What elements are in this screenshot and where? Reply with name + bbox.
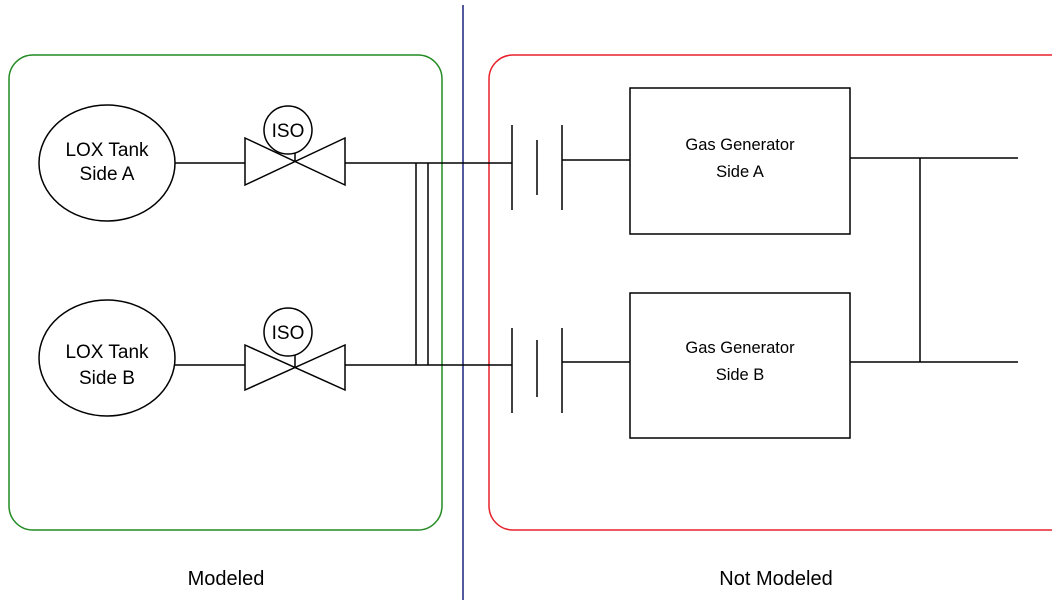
iso-valve-side-a-label: ISO [272,121,305,142]
gas-generator-side-a-label-line2: Side A [716,163,764,181]
gas-generator-side-b-label-line1: Gas Generator [685,339,795,357]
iso-valve-side-b-actuator [263,307,313,357]
lox-tank-side-a-shape [38,104,176,222]
iso-valve-side-b-body [244,343,346,392]
not-modeled-region-label: Not Modeled [719,568,832,590]
lox-tank-side-b-label-line1: LOX Tank [65,342,149,363]
iso-valve-side-a-body [244,136,346,187]
iso-valve-side-b-label: ISO [272,323,305,344]
not-modeled-region-box [488,54,1052,531]
lox-tank-side-b-label-line2: Side B [79,368,135,389]
gas-generator-side-b-label-line2: Side B [716,366,765,384]
gas-generator-side-b-box [629,292,851,439]
lox-tank-side-a-label-line2: Side A [80,164,135,185]
modeled-region-label: Modeled [188,568,265,590]
lox-tank-side-a-label-line1: LOX Tank [65,140,149,161]
modeled-region-box [8,54,443,531]
gas-generator-side-a-label-line1: Gas Generator [685,136,795,154]
gas-generator-side-a-box [629,87,851,235]
iso-valve-side-a-actuator [263,105,313,155]
lox-tank-side-b-shape [38,299,176,417]
